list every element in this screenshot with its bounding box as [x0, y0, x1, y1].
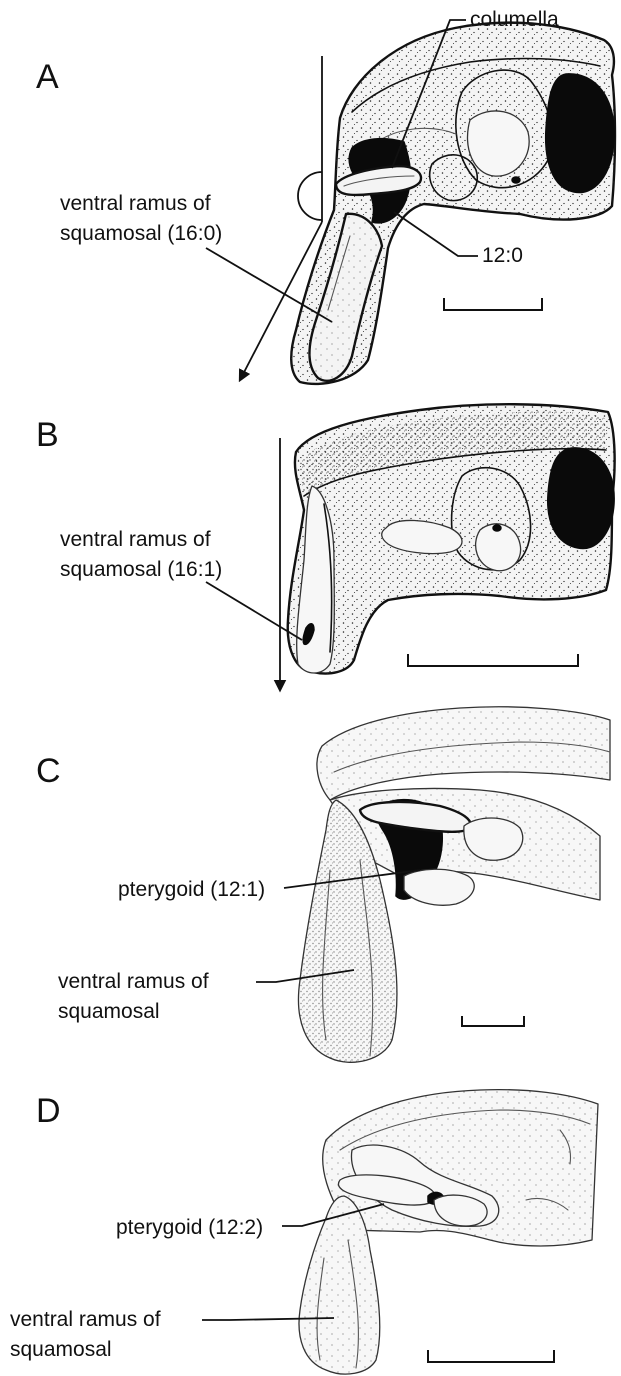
- panel-letter-a: A: [36, 58, 59, 96]
- state-12-0-label: 12:0: [482, 244, 523, 267]
- panel-letter-b: B: [36, 416, 59, 454]
- ventral-ramus-b-label-line1: ventral ramus of: [60, 528, 211, 551]
- state-12-0-leader: [394, 212, 478, 256]
- foramen-a: [512, 177, 520, 183]
- scale-bar-a: [444, 298, 542, 310]
- panel-b: B ventral ramus of squamosal (16:1): [36, 404, 615, 690]
- skull-a-quadrate-boss: [467, 111, 529, 176]
- scale-bar-b: [408, 654, 578, 666]
- pterygoid-d-label: pterygoid (12:2): [116, 1216, 263, 1239]
- ventral-ramus-d-label-line2: squamosal: [10, 1338, 112, 1361]
- panel-letter-d: D: [36, 1092, 61, 1130]
- orbit-b: [548, 448, 614, 549]
- ventral-ramus-c-label-line1: ventral ramus of: [58, 970, 209, 993]
- columella-label: columella: [470, 8, 559, 31]
- angle-arc-a: [298, 172, 322, 220]
- pterygoid-c-label: pterygoid (12:1): [118, 878, 265, 901]
- scale-bar-c: [462, 1016, 524, 1026]
- scale-bar-d: [428, 1350, 554, 1362]
- panel-c: C pterygoid (12:1) ventral ramus of squa…: [36, 707, 610, 1063]
- ventral-ramus-d-label-line1: ventral ramus of: [10, 1308, 161, 1331]
- ventral-ramus-a-label-line2: squamosal (16:0): [60, 222, 222, 245]
- foramen-b: [493, 525, 501, 531]
- skull-c-roof-stipple: [317, 707, 610, 800]
- ventral-ramus-b-label-line2: squamosal (16:1): [60, 558, 222, 581]
- ventral-ramus-a-label-line1: ventral ramus of: [60, 192, 211, 215]
- pterygoid-c: [404, 869, 474, 905]
- panel-letter-c: C: [36, 752, 61, 790]
- panel-d: D pterygoid (12:2) ventral ramus of squa…: [10, 1090, 598, 1374]
- ventral-ramus-c-label-line2: squamosal: [58, 1000, 160, 1023]
- panel-a: A columella ventral ramus of squa: [36, 8, 615, 384]
